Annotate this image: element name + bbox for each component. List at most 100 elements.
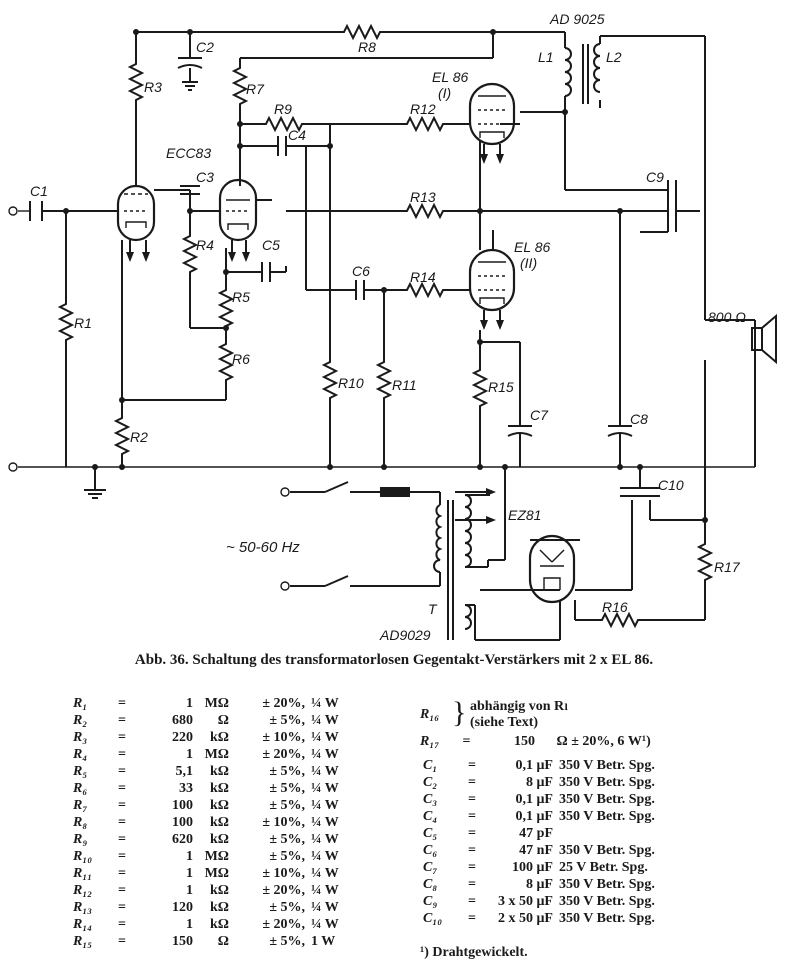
part-tolerance: ± 5%, (269, 848, 305, 864)
label-r6: R6 (232, 351, 250, 367)
mains-switches (324, 481, 410, 587)
part-unit: kΩ (210, 831, 229, 847)
equals-sign: = (118, 746, 126, 762)
part-tolerance: ± 20%, (262, 746, 305, 762)
part-power: ¼ W (311, 848, 339, 864)
part-power: ¼ W (311, 780, 339, 796)
part-value: 620 (172, 831, 193, 847)
part-tolerance: ± 5%, (269, 899, 305, 915)
part-tolerance: ± 10%, (262, 814, 305, 830)
label-c2: C2 (196, 39, 214, 55)
part-value: 5,1 (175, 763, 194, 779)
capacitor-c4 (277, 136, 287, 156)
label-t: T (428, 601, 438, 617)
part-tolerance: ± 20%, (262, 695, 305, 711)
capacitor-c2 (177, 57, 203, 69)
label-c6: C6 (352, 263, 370, 279)
part-tolerance: ± 5%, (269, 780, 305, 796)
label-r14: R14 (410, 269, 436, 285)
part-value: 1 (186, 746, 193, 762)
r17-row: R₁₇ = 150 Ω ± 20%, 6 W¹) (420, 734, 651, 750)
label-c7: C7 (530, 407, 549, 423)
label-el86-i: EL 86 (432, 69, 469, 85)
resistor-r11 (377, 357, 391, 403)
equals-sign: = (118, 933, 126, 949)
part-value: 2 x 50 μF (498, 910, 553, 926)
part-symbol: R₈ (73, 814, 88, 830)
label-r4: R4 (196, 237, 214, 253)
part-value: 47 pF (519, 825, 553, 841)
label-r3: R3 (144, 79, 162, 95)
equals-sign: = (468, 893, 476, 909)
label-c10: C10 (658, 477, 684, 493)
equals-sign: = (468, 842, 476, 858)
label-r17: R17 (714, 559, 741, 575)
part-power: ¼ W (311, 763, 339, 779)
part-rating: 350 V Betr. Spg. (559, 876, 655, 892)
part-power: ¼ W (311, 729, 339, 745)
part-symbol: R₁₀ (73, 848, 93, 864)
label-r5: R5 (232, 289, 250, 305)
part-rating: 350 V Betr. Spg. (559, 808, 655, 824)
part-symbol: R₁₅ (73, 933, 93, 949)
part-value: 100 (172, 814, 193, 830)
label-r13: R13 (410, 189, 436, 205)
part-value: 47 nF (519, 842, 553, 858)
resistor-r15 (473, 365, 487, 411)
tube-ecc83-b (218, 178, 258, 262)
equals-sign: = (118, 695, 126, 711)
equals-sign: = (468, 876, 476, 892)
part-value: 8 μF (526, 774, 553, 790)
part-unit: Ω (217, 712, 229, 728)
part-symbol: R₅ (73, 763, 88, 779)
part-value: 150 (172, 933, 193, 949)
equals-sign: = (118, 865, 126, 881)
part-value: 0,1 μF (515, 791, 554, 807)
part-rating: 25 V Betr. Spg. (559, 859, 648, 875)
part-power: ¼ W (311, 695, 339, 711)
part-symbol: C₄ (423, 808, 438, 824)
footnote: ¹) Drahtgewickelt. (420, 945, 528, 960)
part-value: 1 (186, 882, 193, 898)
part-unit: MΩ (204, 865, 229, 881)
equals-sign: = (118, 763, 126, 779)
r17-rest: Ω ± 20%, 6 W¹) (556, 734, 651, 749)
label-r1: R1 (74, 315, 92, 331)
r17-eq: = (462, 734, 471, 749)
part-value: 100 (172, 797, 193, 813)
tube-ecc83-a (116, 184, 156, 262)
label-c1: C1 (30, 183, 48, 199)
equals-sign: = (118, 712, 126, 728)
equals-sign: = (118, 899, 126, 915)
equals-sign: = (118, 831, 126, 847)
label-el86-ii: EL 86 (514, 239, 551, 255)
part-power: ¼ W (311, 797, 339, 813)
part-unit: kΩ (210, 763, 229, 779)
part-symbol: C₉ (423, 893, 438, 909)
junction-dots (63, 29, 708, 523)
part-symbol: R₁₄ (73, 916, 93, 932)
part-tolerance: ± 10%, (262, 865, 305, 881)
part-symbol: R₁₁ (73, 865, 93, 881)
equals-sign: = (468, 859, 476, 875)
part-symbol: C₃ (423, 791, 438, 807)
part-value: 1 (186, 865, 193, 881)
fuse (380, 487, 410, 497)
part-symbol: R₇ (73, 797, 88, 813)
label-c5: C5 (262, 237, 280, 253)
equals-sign: = (468, 757, 476, 773)
part-value: 8 μF (526, 876, 553, 892)
r16-symbol: R₁₆ (420, 707, 440, 722)
